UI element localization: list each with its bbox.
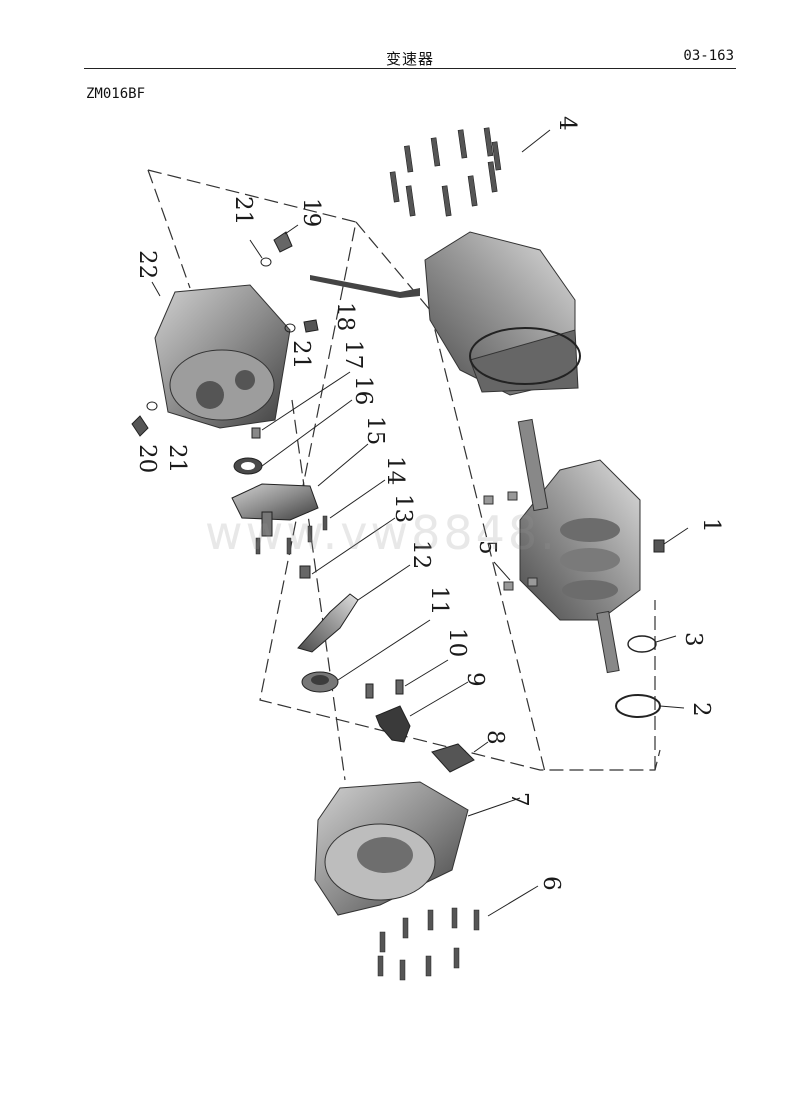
assembly-group-outline-left — [147, 169, 191, 289]
snap-ring-2 — [615, 694, 661, 718]
callout-20: 20 — [134, 444, 160, 473]
rear-housing-22 — [154, 284, 291, 429]
callout-21-left: 21 — [164, 444, 190, 473]
bolt-set-4 — [389, 127, 502, 217]
callout-2: 2 — [688, 702, 714, 717]
plug-18 — [303, 319, 319, 333]
callout-17: 17 — [340, 340, 366, 369]
callout-10: 10 — [444, 628, 470, 657]
clutch-housing-7 — [314, 781, 469, 916]
seal-ring-21-mid — [284, 323, 296, 333]
header-divider — [84, 68, 736, 69]
callout-15: 15 — [362, 416, 388, 445]
callout-3: 3 — [680, 632, 706, 647]
switch-9 — [375, 705, 411, 743]
callout-8: 8 — [482, 730, 508, 745]
callout-21-mid: 21 — [288, 340, 314, 369]
callout-14: 14 — [382, 456, 408, 485]
callout-labels: 1 2 3 4 5 6 7 8 9 10 11 12 13 14 15 16 1… — [134, 116, 724, 891]
seal-ring-21-top — [260, 257, 272, 267]
callout-13: 13 — [390, 494, 416, 523]
cover-plate-8 — [431, 743, 475, 773]
callout-21-top: 21 — [230, 196, 256, 225]
callout-16: 16 — [350, 376, 376, 405]
callout-5: 5 — [474, 540, 500, 555]
callout-22: 22 — [134, 250, 160, 279]
callout-4: 4 — [554, 116, 580, 131]
callout-1: 1 — [698, 518, 724, 533]
oil-seal-16 — [233, 457, 263, 475]
leader-line-4 — [521, 129, 551, 153]
gearbox-housing — [310, 231, 581, 396]
page-header-title: 变速器 — [385, 50, 434, 68]
leader-line-22 — [151, 281, 161, 297]
page-number: 03-163 — [683, 48, 734, 64]
callout-19: 19 — [298, 198, 324, 227]
plug-20 — [131, 415, 149, 437]
gear-shaft-assembly — [517, 418, 641, 674]
bolt-set-6 — [377, 907, 480, 981]
nuts-5 — [483, 491, 538, 591]
release-bearing-11 — [301, 671, 339, 693]
plug-19 — [273, 231, 293, 253]
bushing-17 — [251, 427, 261, 439]
transmission-model-code: ZM016BF — [86, 86, 146, 102]
bearing-retainer-15 — [231, 483, 319, 537]
callout-6: 6 — [538, 876, 564, 891]
watermark-text: www.vw8848. — [205, 506, 558, 560]
callout-18: 18 — [332, 302, 358, 331]
bolts-14 — [255, 515, 328, 555]
callout-9: 9 — [462, 672, 488, 687]
callout-11: 11 — [426, 586, 452, 615]
seal-ring-21-left — [146, 401, 158, 411]
callout-12: 12 — [408, 540, 434, 569]
bolt-10 — [365, 679, 404, 699]
snap-ring-3 — [627, 635, 657, 653]
callout-7: 7 — [506, 792, 532, 807]
bolt-13 — [299, 565, 311, 579]
release-fork-12 — [297, 593, 359, 653]
bolt-1 — [653, 539, 665, 553]
